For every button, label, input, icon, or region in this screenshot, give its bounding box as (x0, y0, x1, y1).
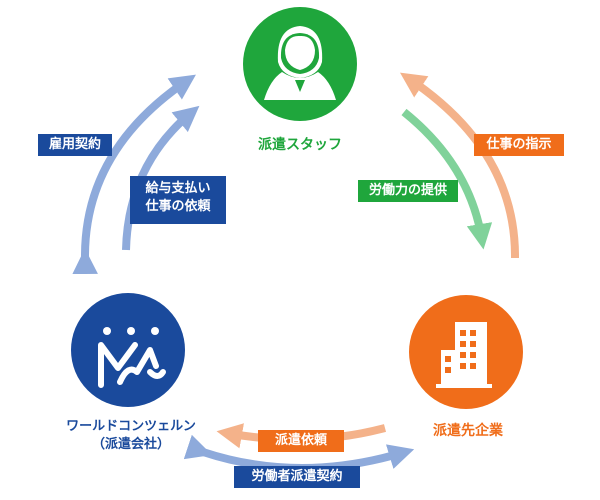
labor-arrow (401, 108, 493, 250)
person-icon (264, 26, 336, 100)
world-label-line1: ワールドコンツェルン (66, 419, 196, 434)
dispatch-request-label: 派遣依頼 (258, 430, 344, 452)
labor-provision-label: 労働力の提供 (358, 180, 458, 202)
world-node (71, 293, 185, 407)
staff-node (243, 7, 357, 121)
world-logo-icon (98, 342, 166, 388)
company-node (409, 295, 523, 409)
work-instruction-label: 仕事の指示 (474, 134, 564, 156)
work-request-label: 仕事の依頼 (145, 199, 211, 214)
employment-arrow (72, 74, 196, 275)
payment-request-label: 給与支払い 仕事の依頼 (130, 176, 226, 224)
pay-arrow (122, 105, 200, 251)
employment-contract-label: 雇用契約 (38, 134, 112, 156)
world-label-line2: （派遣会社） (91, 437, 170, 452)
payment-label: 給与支払い (145, 181, 211, 196)
instruction-arrow (400, 72, 520, 259)
staff-label: 派遣スタッフ (258, 137, 342, 153)
dispatch-contract-label: 労働者派遣契約 (234, 466, 360, 488)
company-label: 派遣先企業 (433, 423, 503, 439)
